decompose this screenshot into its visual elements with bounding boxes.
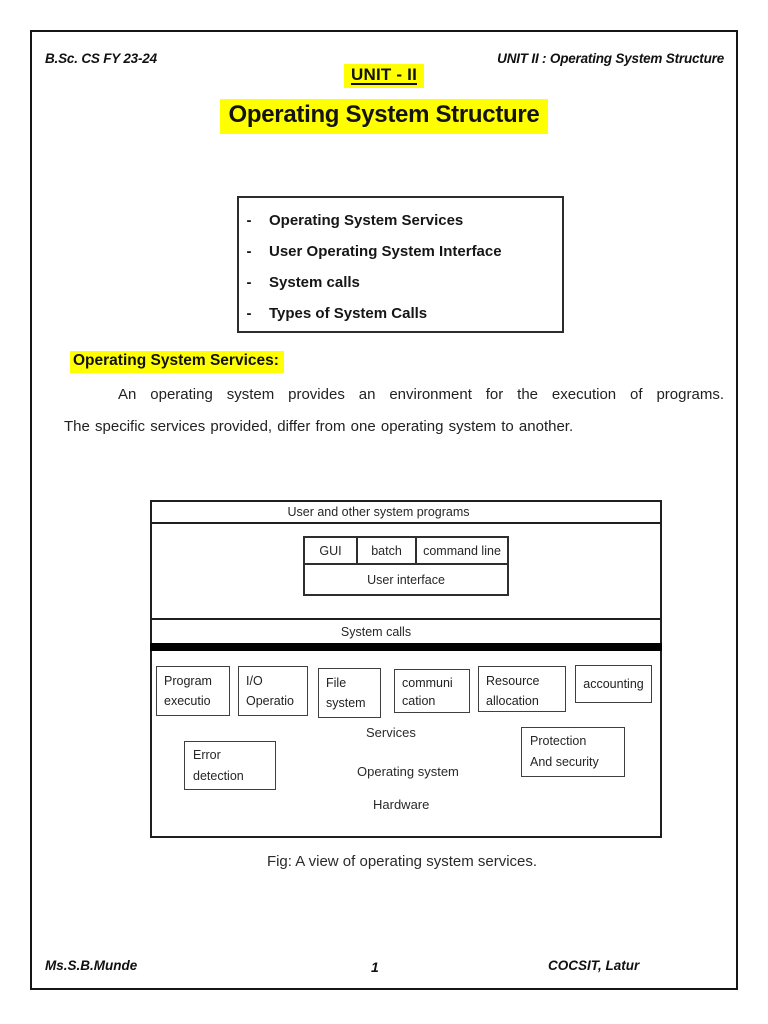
- cell-command-line: command line: [423, 543, 501, 558]
- service-box-file-system: File system: [318, 668, 381, 718]
- service-box-line: executio: [164, 694, 211, 708]
- services-label: Services: [366, 725, 416, 740]
- figure-caption: Fig: A view of operating system services…: [266, 853, 538, 870]
- service-box-accounting: accounting: [575, 665, 652, 703]
- service-box-line: communi: [402, 676, 453, 690]
- hardware-label: Hardware: [373, 797, 430, 812]
- diagram-user-programs-band: User and other system programs: [152, 502, 660, 524]
- footer-page-number: 1: [371, 959, 379, 975]
- service-box-line: I/O: [246, 674, 263, 688]
- topic-item-os-services: - Operating System Services: [239, 205, 562, 236]
- topic-item-types-of-system-calls: - Types of System Calls: [239, 298, 562, 329]
- user-interface-table: GUI batch command line User interface: [303, 536, 509, 596]
- dash-bullet: -: [246, 212, 252, 229]
- page-border: [30, 30, 738, 990]
- header-course-label: B.Sc. CS FY 23-24: [45, 51, 157, 66]
- section-heading-os-services: Operating System Services:: [70, 351, 284, 373]
- service-box-line: allocation: [486, 694, 539, 708]
- service-box-line: Program: [164, 674, 212, 688]
- service-box-line: cation: [402, 694, 436, 708]
- diagram-system-calls-band: System calls: [152, 618, 660, 643]
- dash-bullet: -: [246, 305, 252, 322]
- os-services-diagram: User and other system programs GUI batch…: [150, 500, 662, 838]
- operating-system-label: Operating system: [357, 764, 459, 779]
- user-interface-table-row: GUI batch command line: [305, 538, 507, 565]
- topic-label: Operating System Services: [269, 212, 464, 229]
- paragraph-line-1: An operating system provides an environm…: [118, 386, 724, 403]
- diagram-divider-bar: [150, 643, 662, 651]
- topic-item-system-calls: - System calls: [239, 267, 562, 298]
- topic-label: User Operating System Interface: [269, 243, 502, 260]
- unit-title: UNIT - II: [343, 64, 424, 88]
- topic-label: System calls: [269, 274, 360, 291]
- paragraph-line-2: The specific services provided, differ f…: [64, 418, 574, 435]
- service-box-program-execution: Program executio: [156, 666, 230, 716]
- unit-title-row: UNIT - II: [0, 64, 768, 88]
- cell-user-interface: User interface: [367, 572, 445, 587]
- service-box-io-operation: I/O Operatio: [238, 666, 308, 716]
- dash-bullet: -: [246, 243, 252, 260]
- error-detection-box: Error detection: [184, 741, 276, 790]
- page-title: Operating System Structure: [219, 99, 549, 134]
- header-unit-label: UNIT II : Operating System Structure: [497, 51, 724, 66]
- service-box-line: File: [326, 676, 347, 690]
- main-title-row: Operating System Structure: [0, 99, 768, 134]
- protection-box-line: And security: [530, 755, 599, 769]
- topic-item-user-os-interface: - User Operating System Interface: [239, 236, 562, 267]
- service-box-line: accounting: [583, 677, 644, 691]
- topic-label: Types of System Calls: [269, 305, 428, 322]
- service-box-resource-allocation: Resource allocation: [478, 666, 566, 712]
- dash-bullet: -: [246, 274, 252, 291]
- service-box-line: Operatio: [246, 694, 294, 708]
- error-box-line: Error: [193, 748, 221, 762]
- topics-outline-box: - Operating System Services - User Opera…: [237, 196, 564, 333]
- section-heading-row: Operating System Services:: [70, 351, 284, 373]
- error-box-line: detection: [193, 769, 244, 783]
- service-box-communication: communi cation: [394, 669, 470, 713]
- cell-batch: batch: [358, 538, 417, 563]
- cell-gui: GUI: [305, 538, 358, 563]
- footer-institution: COCSIT, Latur: [548, 958, 640, 973]
- protection-security-box: Protection And security: [521, 727, 625, 777]
- protection-box-line: Protection: [530, 734, 587, 748]
- footer-author: Ms.S.B.Munde: [45, 958, 138, 973]
- service-box-line: system: [326, 696, 366, 710]
- service-box-line: Resource: [486, 674, 540, 688]
